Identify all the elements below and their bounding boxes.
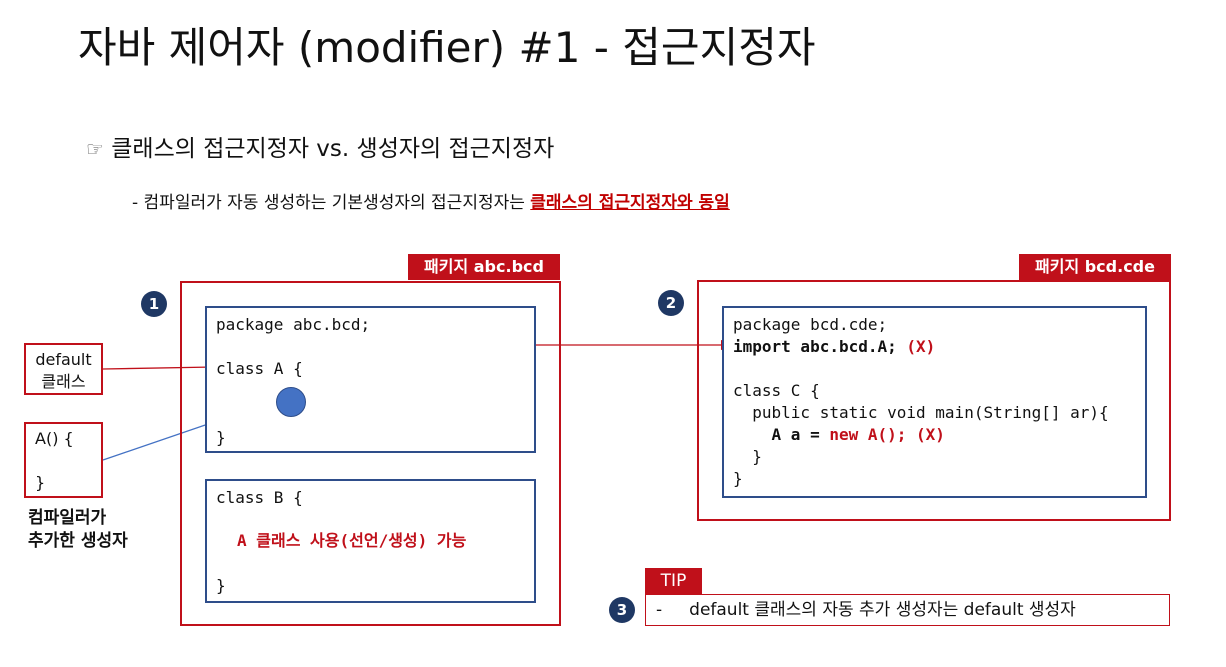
page-title: 자바 제어자 (modifier) #1 - 접근지정자: [78, 23, 816, 72]
package-bcd-cde: [697, 280, 1171, 521]
instantiation-error-mark: (X): [916, 425, 945, 444]
constructor-line2: }: [35, 473, 46, 492]
class-b-usage-note: A 클래스 사용(선언/생성) 가능: [237, 531, 467, 550]
class-b-declaration: class B {: [216, 488, 303, 507]
import-error-mark: (X): [906, 337, 936, 356]
class-c-closing-brace: }: [733, 469, 743, 488]
tip-label: TIP: [645, 568, 702, 594]
class-a-declaration: class A {: [216, 359, 303, 378]
class-a-package-line: package abc.bcd;: [216, 315, 371, 334]
arrow-default-to-class: [102, 361, 216, 373]
subline-highlight: 클래스의 접근지정자와 동일: [530, 193, 730, 213]
constructor-line1: A() {: [35, 429, 74, 448]
constructor-caption-line1: 컴파일러가: [28, 508, 107, 528]
package-abc-bcd: [180, 281, 561, 626]
class-a-box: package abc.bcd; class A { }: [205, 306, 536, 453]
default-class-line1: default: [35, 350, 92, 369]
class-c-import-line: import abc.bcd.A; (X): [733, 336, 935, 358]
badge-3: 3: [609, 597, 635, 623]
class-b-closing-brace: }: [216, 576, 226, 595]
instantiation-statement: A a =: [733, 425, 830, 444]
subline: - 컴파일러가 자동 생성하는 기본생성자의 접근지정자는 클래스의 접근지정자…: [132, 191, 730, 215]
package-bcd-cde-label: 패키지 bcd.cde: [1019, 254, 1171, 280]
class-c-package-line: package bcd.cde;: [733, 315, 888, 334]
instantiation-line: A a = new A(); (X): [733, 424, 945, 446]
subline-prefix: - 컴파일러가 자동 생성하는 기본생성자의 접근지정자는: [132, 193, 531, 213]
class-b-box: class B { A 클래스 사용(선언/생성) 가능 }: [205, 479, 536, 603]
pointing-hand-icon: ☞: [86, 137, 104, 161]
badge-1: 1: [141, 291, 167, 317]
badge-2: 2: [658, 290, 684, 316]
constructor-caption-line2: 추가한 생성자: [28, 531, 128, 551]
tip-box: - default 클래스의 자동 추가 생성자는 default 생성자: [645, 594, 1170, 626]
tip-text: - default 클래스의 자동 추가 생성자는 default 생성자: [656, 600, 1076, 620]
package-abc-bcd-label: 패키지 abc.bcd: [408, 254, 560, 280]
constructor-circle-marker: [276, 387, 306, 417]
class-c-box: package bcd.cde; import abc.bcd.A; (X) c…: [722, 306, 1147, 498]
class-c-declaration: class C {: [733, 381, 820, 400]
constructor-callout: A() { }: [24, 422, 103, 498]
constructor-caption: 컴파일러가 추가한 생성자: [28, 507, 128, 553]
default-class-callout: default 클래스: [24, 343, 103, 395]
instantiation-new: new A();: [829, 425, 907, 444]
bullet-line: ☞ 클래스의 접근지정자 vs. 생성자의 접근지정자: [86, 134, 554, 164]
main-method-closing-brace: }: [733, 447, 762, 466]
class-a-closing-brace: }: [216, 428, 226, 447]
import-statement: import abc.bcd.A;: [733, 337, 897, 356]
main-method-signature: public static void main(String[] ar){: [733, 403, 1109, 422]
bullet-text: 클래스의 접근지정자 vs. 생성자의 접근지정자: [111, 136, 555, 162]
default-class-line2: 클래스: [41, 372, 86, 391]
